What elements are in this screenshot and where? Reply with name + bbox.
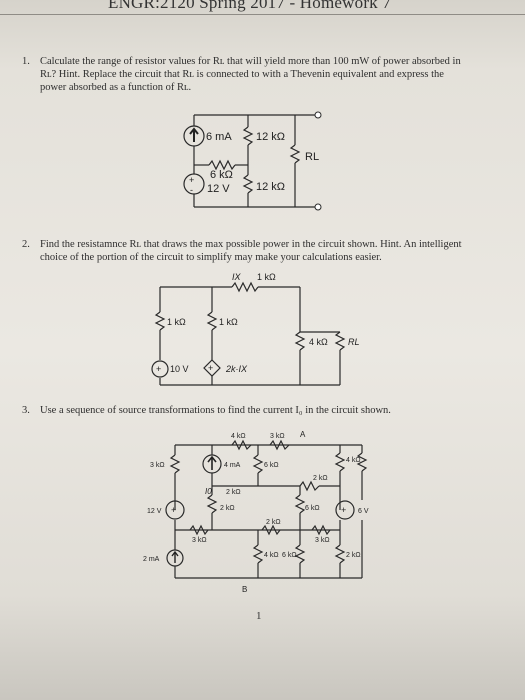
c2-dep-source-label: 2k·IX	[225, 364, 248, 374]
c3-label: B	[242, 585, 247, 594]
problem-2-line-2: choice of the portion of the circuit to …	[40, 252, 382, 263]
page-header: ENGR:2120 Spring 2017 - Homework 7	[108, 0, 392, 12]
c3-label: 6 kΩ	[305, 505, 320, 512]
c3-label: 3 kΩ	[150, 462, 165, 469]
c1-current-source-label: 6 mA	[206, 131, 232, 143]
c3-label: 3 kΩ	[270, 433, 285, 440]
c2-ix-label: IX	[232, 272, 242, 282]
c1-r-load-label: RL	[305, 151, 319, 163]
c3-label: 2 kΩ	[220, 505, 235, 512]
c3-label: 6 V	[358, 508, 369, 515]
page-number: 1	[256, 610, 262, 622]
c2-r-mid-label: 1 kΩ	[219, 317, 238, 327]
problem-1-line-1: Calculate the range of resistor values f…	[40, 56, 461, 67]
c3-label: 2 mA	[143, 556, 160, 563]
c3-label: 4 kΩ	[231, 433, 246, 440]
svg-text:+: +	[208, 363, 213, 373]
circuit-1-wires	[193, 111, 322, 211]
c3-label: 12 V	[147, 508, 162, 515]
c3-label: 3 kΩ	[315, 537, 330, 544]
voltage-source-icon	[165, 500, 185, 520]
c1-r-top-label: 12 kΩ	[256, 131, 285, 143]
c2-r-left-label: 1 kΩ	[167, 317, 186, 327]
svg-text:+: +	[156, 364, 161, 374]
c3-label: 2 kΩ	[346, 552, 361, 559]
c3-label: I0	[205, 487, 212, 496]
problem-2-line-1: Find the resistamnce Rʟ that draws the m…	[40, 239, 462, 250]
current-source-icon	[166, 549, 184, 567]
c3-label: 2 kΩ	[313, 475, 328, 482]
svg-text:-: -	[190, 185, 193, 195]
dependent-source-icon	[203, 359, 221, 377]
circuit-3-wires	[169, 439, 368, 579]
c3-label: 3 kΩ	[192, 537, 207, 544]
voltage-source-icon	[335, 500, 355, 520]
c3-label: 2 kΩ	[226, 489, 241, 496]
c1-r-bottom-label: 12 kΩ	[256, 181, 285, 193]
header-divider	[0, 14, 525, 15]
current-source-icon	[183, 125, 205, 147]
c2-r-top-label: 1 kΩ	[257, 272, 276, 282]
svg-text:+: +	[341, 505, 346, 515]
c3-label: 6 kΩ	[282, 552, 297, 559]
circuit-2-wires	[154, 281, 346, 386]
svg-text:+: +	[189, 175, 194, 185]
voltage-source-icon	[151, 360, 169, 378]
c3-label: 6 kΩ	[264, 462, 279, 469]
c3-label: 4 mA	[224, 462, 241, 469]
c3-label: 2 kΩ	[266, 519, 281, 526]
c3-label: A	[300, 430, 306, 439]
problem-3-line-1: Use a sequence of source transformations…	[40, 405, 391, 416]
svg-text:+: +	[171, 505, 176, 515]
c2-v-source-label: 10 V	[170, 364, 189, 374]
c1-voltage-source-label: 12 V	[207, 183, 230, 195]
c2-r-load-label: RL	[348, 337, 360, 347]
voltage-source-icon	[183, 173, 205, 195]
problem-2-number: 2.	[22, 239, 30, 250]
c2-r-right-label: 4 kΩ	[309, 337, 328, 347]
problem-1-line-2: Rʟ? Hint. Replace the circuit that Rʟ is…	[40, 69, 444, 80]
c3-label: 4 kΩ	[264, 552, 279, 559]
problem-1-line-3: power absorbed as a function of Rʟ.	[40, 82, 192, 93]
current-source-icon	[202, 454, 222, 474]
problem-1-number: 1.	[22, 56, 30, 67]
c1-r-series-label: 6 kΩ	[210, 169, 233, 181]
problem-3-number: 3.	[22, 405, 30, 416]
c3-label: 4 kΩ	[346, 457, 361, 464]
